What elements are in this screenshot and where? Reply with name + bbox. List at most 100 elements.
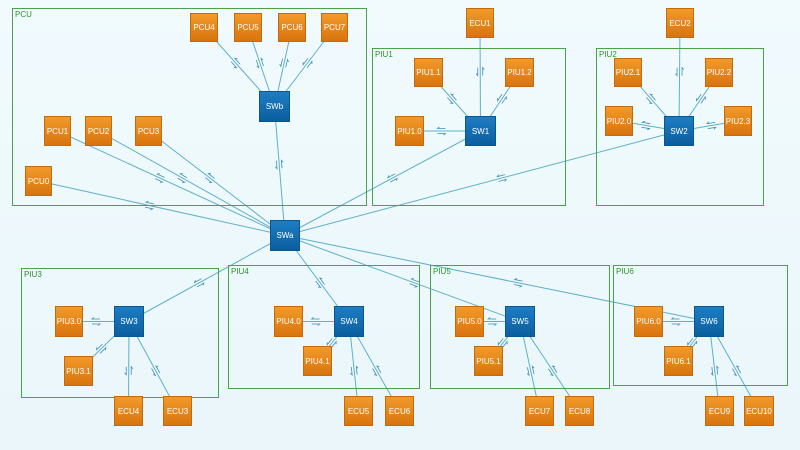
link-direction-arrow <box>487 317 497 320</box>
ecu-piu2-2[interactable]: PIU2.2 <box>705 58 733 87</box>
link-direction-arrow <box>710 366 714 377</box>
ecu-ecu7[interactable]: ECU7 <box>525 396 554 426</box>
ecu-ecu6-label: ECU6 <box>388 406 411 416</box>
group-piu1: PIU1 <box>372 48 566 206</box>
link-direction-arrow <box>255 59 260 69</box>
ecu-piu4-0[interactable]: PIU4.0 <box>274 306 303 337</box>
ecu-piu6-1-label: PIU6.1 <box>666 356 691 366</box>
ecu-pcu3-label: PCU3 <box>137 126 160 136</box>
link-direction-arrow <box>151 368 157 377</box>
link-direction-arrow <box>646 97 653 105</box>
link-direction-arrow <box>330 340 337 349</box>
switch-swa[interactable]: SWa <box>270 220 300 251</box>
switch-sw6-label: SW6 <box>700 317 718 326</box>
switch-swa-label: SWa <box>276 231 294 240</box>
link-direction-arrow <box>204 177 213 183</box>
group-label-piu2: PIU2 <box>599 50 617 59</box>
ecu-pcu2[interactable]: PCU2 <box>85 116 112 146</box>
switch-sw3-label: SW3 <box>120 317 138 326</box>
ecu-piu5-0[interactable]: PIU5.0 <box>455 306 484 337</box>
link-direction-arrow <box>196 282 205 288</box>
ecu-pcu2-label: PCU2 <box>87 126 110 136</box>
switch-sw3[interactable]: SW3 <box>114 306 144 337</box>
ecu-ecu8[interactable]: ECU8 <box>565 396 594 426</box>
ecu-piu1-0[interactable]: PIU1.0 <box>395 116 424 146</box>
link-direction-arrow <box>501 95 507 104</box>
link-direction-arrow <box>675 67 678 77</box>
ecu-ecu3[interactable]: ECU3 <box>163 396 192 426</box>
ecu-piu2-0-label: PIU2.0 <box>606 116 632 126</box>
link-direction-arrow <box>649 93 656 101</box>
link-direction-arrow <box>436 126 446 129</box>
ecu-piu3-0-label: PIU3.0 <box>56 317 82 326</box>
link-direction-arrow <box>410 277 420 283</box>
ecu-piu2-3[interactable]: PIU2.3 <box>724 106 752 136</box>
ecu-ecu4-label: ECU4 <box>117 406 140 416</box>
link-direction-arrow <box>310 317 320 320</box>
ecu-ecu1[interactable]: ECU1 <box>466 8 494 38</box>
link-direction-arrow <box>716 365 719 375</box>
link-direction-arrow <box>350 366 353 377</box>
ecu-ecu4[interactable]: ECU4 <box>114 396 143 426</box>
link-direction-arrow <box>155 178 164 183</box>
switch-sw2[interactable]: SW2 <box>664 116 694 146</box>
link-direction-arrow <box>409 283 419 288</box>
ecu-pcu7[interactable]: PCU7 <box>321 13 348 42</box>
link-direction-arrow <box>681 66 684 76</box>
ecu-piu6-0-label: PIU6.0 <box>636 317 661 326</box>
ecu-piu6-1[interactable]: PIU6.1 <box>664 346 693 376</box>
link-swa-swb <box>274 106 286 236</box>
ecu-piu2-0[interactable]: PIU2.0 <box>605 106 633 136</box>
ecu-ecu9[interactable]: ECU9 <box>705 396 734 426</box>
switch-sw6[interactable]: SW6 <box>694 306 724 337</box>
ecu-piu6-0[interactable]: PIU6.0 <box>634 306 663 337</box>
ecu-ecu5[interactable]: ECU5 <box>344 396 373 426</box>
link-swa-sw3 <box>128 235 286 322</box>
ecu-piu5-1[interactable]: PIU5.1 <box>474 346 503 376</box>
ecu-ecu2-label: ECU2 <box>669 18 691 28</box>
ecu-pcu4-label: PCU4 <box>193 23 215 32</box>
ecu-piu2-1[interactable]: PIU2.1 <box>614 58 642 87</box>
link-direction-arrow <box>156 173 165 178</box>
link-swa-sw1 <box>284 130 481 236</box>
ecu-pcu0[interactable]: PCU0 <box>25 166 52 196</box>
switch-sw2-label: SW2 <box>670 126 688 136</box>
group-label-piu5: PIU5 <box>433 267 451 276</box>
ecu-piu1-2[interactable]: PIU1.2 <box>505 58 534 87</box>
ecu-ecu2[interactable]: ECU2 <box>666 8 694 38</box>
link-direction-arrow <box>230 61 238 69</box>
link-direction-arrow <box>315 280 322 289</box>
ecu-piu3-0[interactable]: PIU3.0 <box>55 306 83 337</box>
ecu-ecu10[interactable]: ECU10 <box>744 396 774 426</box>
switch-sw1-label: SW1 <box>471 126 490 136</box>
switch-sw5[interactable]: SW5 <box>505 306 535 337</box>
link-direction-arrow <box>531 365 535 375</box>
link-swa-pcu2 <box>98 130 286 236</box>
switch-sw1[interactable]: SW1 <box>465 116 496 146</box>
ecu-pcu3[interactable]: PCU3 <box>135 116 162 146</box>
ecu-pcu4[interactable]: PCU4 <box>190 13 218 42</box>
ecu-pcu5[interactable]: PCU5 <box>234 13 262 42</box>
link-direction-arrow <box>92 323 102 326</box>
link-sw2-ecu2 <box>678 22 681 132</box>
switch-swb[interactable]: SWb <box>259 91 290 122</box>
link-direction-arrow <box>475 67 479 77</box>
switch-sw4[interactable]: SW4 <box>334 306 364 337</box>
ecu-piu1-1[interactable]: PIU1.1 <box>414 58 443 87</box>
ecu-ecu6[interactable]: ECU6 <box>385 396 414 426</box>
ecu-pcu1[interactable]: PCU1 <box>44 116 71 146</box>
ecu-ecu7-label: ECU7 <box>528 406 551 416</box>
link-direction-arrow <box>130 365 134 375</box>
link-direction-arrow <box>696 93 702 102</box>
link-direction-arrow <box>488 323 498 326</box>
group-label-pcu: PCU <box>15 10 32 19</box>
link-direction-arrow <box>641 126 651 131</box>
ecu-pcu6[interactable]: PCU6 <box>278 13 306 42</box>
ecu-piu3-1[interactable]: PIU3.1 <box>64 356 93 386</box>
ecu-piu4-1[interactable]: PIU4.1 <box>303 346 332 376</box>
link-direction-arrow <box>447 97 454 105</box>
ecu-piu1-0-label: PIU1.0 <box>397 126 422 136</box>
link-direction-arrow <box>280 159 284 169</box>
switch-swb-label: SWb <box>265 102 284 111</box>
link-direction-arrow <box>513 278 523 282</box>
